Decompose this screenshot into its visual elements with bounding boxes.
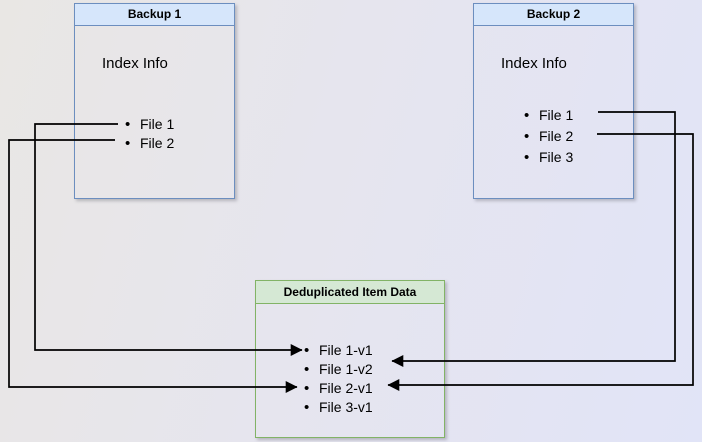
backup1-title: Backup 1 bbox=[127, 7, 182, 21]
backup1-header: Backup 1 bbox=[75, 4, 234, 26]
backup2-title: Backup 2 bbox=[526, 7, 581, 21]
backup2-index-info-label: Index Info bbox=[501, 55, 567, 72]
file-list-item: File 1 bbox=[524, 105, 573, 126]
file-list-item: File 2 bbox=[524, 126, 573, 147]
backup2-file-list: File 1File 2File 3 bbox=[524, 105, 573, 168]
file-list-item: File 2 bbox=[125, 134, 174, 153]
backup1-box: Backup 1 Index Info File 1File 2 bbox=[74, 3, 235, 199]
backup1-index-info-label: Index Info bbox=[102, 55, 168, 72]
backup2-header: Backup 2 bbox=[474, 4, 633, 26]
backup2-box: Backup 2 Index Info File 1File 2File 3 bbox=[473, 3, 634, 199]
dedup-file-list: File 1-v1File 1-v2File 2-v1File 3-v1 bbox=[304, 341, 373, 417]
file-list-item: File 3-v1 bbox=[304, 398, 373, 417]
file-list-item: File 1-v1 bbox=[304, 341, 373, 360]
deduplicated-item-data-box: Deduplicated Item Data File 1-v1File 1-v… bbox=[255, 280, 445, 438]
file-list-item: File 1 bbox=[125, 115, 174, 134]
file-list-item: File 3 bbox=[524, 147, 573, 168]
dedup-header: Deduplicated Item Data bbox=[256, 281, 444, 304]
file-list-item: File 1-v2 bbox=[304, 360, 373, 379]
dedup-title: Deduplicated Item Data bbox=[283, 285, 417, 299]
file-list-item: File 2-v1 bbox=[304, 379, 373, 398]
backup1-file-list: File 1File 2 bbox=[125, 115, 174, 153]
